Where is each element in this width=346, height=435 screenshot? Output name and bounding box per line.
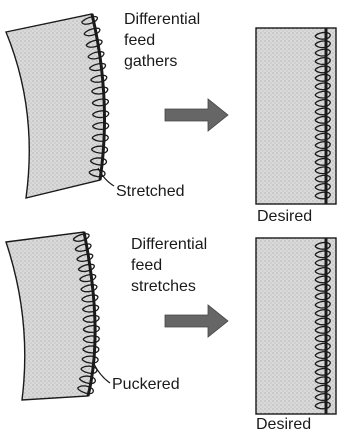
desired-fabric-piece-bottom <box>256 238 336 414</box>
desired-label-top: Desired <box>257 208 312 226</box>
desired-fabric-piece-top <box>256 28 336 204</box>
stretched-fabric-piece <box>6 14 109 198</box>
top-caption-line-2: feed <box>124 32 155 50</box>
bottom-caption-line-1: Differential <box>131 236 207 254</box>
stretched-label: Stretched <box>116 183 184 201</box>
top-caption-line-3: gathers <box>124 53 177 71</box>
arrow-bottom <box>165 305 228 337</box>
desired-label-bottom: Desired <box>256 416 311 434</box>
puckered-label: Puckered <box>112 376 180 394</box>
arrow-top <box>165 99 228 131</box>
puckered-pointer-line <box>94 364 110 383</box>
puckered-fabric-piece <box>6 232 99 400</box>
bottom-caption-line-2: feed <box>131 257 162 275</box>
top-caption-line-1: Differential <box>124 11 200 29</box>
bottom-caption-line-3: stretches <box>131 278 196 296</box>
